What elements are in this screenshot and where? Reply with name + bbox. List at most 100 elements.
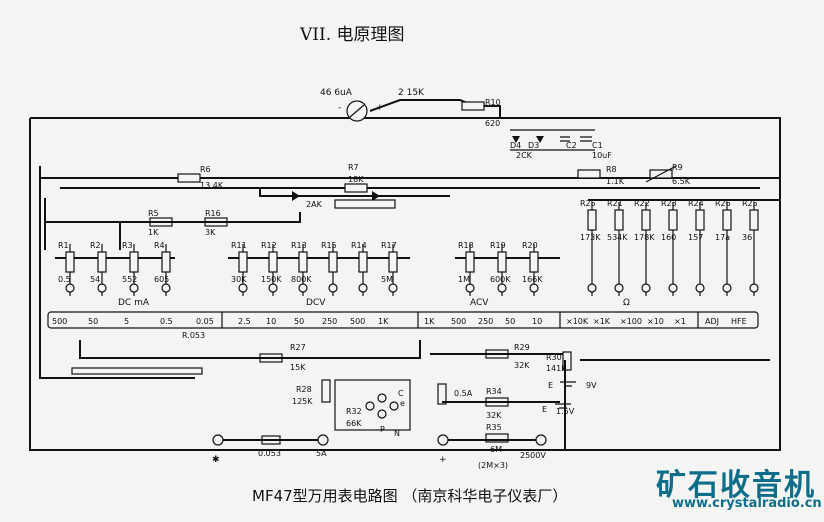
ohm-contact-2[interactable] — [641, 283, 651, 293]
dcv-resistor-5 — [388, 251, 398, 273]
dcv-contact-3[interactable] — [328, 283, 338, 293]
battery-e1-value: 9V — [586, 381, 597, 390]
ohm-contact-3[interactable] — [668, 283, 678, 293]
terminal-5a[interactable] — [317, 434, 329, 446]
r10-resistor — [461, 101, 485, 111]
dcma-range-2[interactable]: 5 — [124, 317, 129, 326]
ohm-contact-1[interactable] — [614, 283, 624, 293]
r32-value: 66K — [346, 419, 362, 428]
ohm-contact-4[interactable] — [695, 283, 705, 293]
wire-r5-branch — [45, 221, 121, 250]
ohm-range-2[interactable]: ×100 — [620, 317, 642, 326]
ohm-contact-6[interactable] — [749, 283, 759, 293]
r9-label: R9 — [672, 163, 683, 172]
dcv-range-5[interactable]: 1K — [378, 317, 389, 326]
section-acv: ACV — [470, 298, 489, 308]
ohm-range-1[interactable]: ×1K — [593, 317, 611, 326]
c1-value: 10uF — [592, 151, 612, 160]
range-switch-strip[interactable] — [47, 311, 759, 329]
section-dc-ma: DC mA — [118, 298, 150, 308]
dcma-label-0: R1 — [58, 241, 69, 250]
acv-value-0: 1M — [458, 275, 470, 284]
dcv-contact-5[interactable] — [388, 283, 398, 293]
acv-range-0[interactable]: 1K — [424, 317, 435, 326]
ohm-resistor-2 — [641, 209, 651, 231]
socket-hole-3[interactable] — [377, 409, 387, 419]
dcma-range-0[interactable]: 500 — [52, 317, 67, 326]
range-switch-dividers — [221, 312, 699, 328]
battery-e2-label: E — [542, 405, 547, 414]
dcma-range-1[interactable]: 50 — [88, 317, 98, 326]
hfe-range-0[interactable]: ADJ — [705, 317, 719, 326]
acv-label-0: R18 — [458, 241, 474, 250]
dcv-range-2[interactable]: 50 — [294, 317, 304, 326]
note-2m: (2M×3) — [478, 461, 508, 470]
hfe-range-1[interactable]: HFE — [731, 317, 747, 326]
ohm-range-0[interactable]: ×10K — [566, 317, 589, 326]
dcv-range-1[interactable]: 10 — [266, 317, 276, 326]
acv-range-4[interactable]: 10 — [532, 317, 542, 326]
acv-contact-1[interactable] — [497, 283, 507, 293]
terminal-com[interactable] — [212, 434, 224, 446]
dcma-value-0: 0.5 — [58, 275, 71, 284]
dcma-contact-3[interactable] — [161, 283, 171, 293]
ohm-contact-0[interactable] — [587, 283, 597, 293]
ohm-value-4: 157 — [688, 233, 703, 242]
diode-2ak-icon — [292, 191, 300, 201]
acv-range-2[interactable]: 250 — [478, 317, 493, 326]
fuse-label: 0.5A — [454, 389, 473, 398]
section-ohm: Ω — [623, 298, 630, 308]
dcma-contact-0[interactable] — [65, 283, 75, 293]
meter-series-wire — [369, 99, 471, 112]
acv-label-1: R19 — [490, 241, 506, 250]
acv-value-1: 600K — [490, 275, 511, 284]
dcv-range-4[interactable]: 500 — [350, 317, 365, 326]
terminal-2500v[interactable] — [535, 434, 547, 446]
socket-hole-4[interactable] — [365, 401, 375, 411]
acv-contact-2[interactable] — [529, 283, 539, 293]
potentiometer — [334, 199, 396, 209]
dcma-contact-2[interactable] — [129, 283, 139, 293]
dcv-contact-4[interactable] — [358, 283, 368, 293]
meter-minus: - — [338, 103, 341, 113]
dcv-range-3[interactable]: 250 — [322, 317, 337, 326]
r7-resistor — [344, 183, 368, 193]
socket-hole-1[interactable] — [377, 393, 387, 403]
diode-cluster: D4 D3 C2 C1 2CK 10uF — [510, 129, 612, 160]
r34-label: R34 — [486, 387, 502, 396]
dcma-resistor-1 — [97, 251, 107, 273]
acv-range-1[interactable]: 500 — [451, 317, 466, 326]
r27-value: 15K — [290, 363, 306, 372]
dcma-range-4[interactable]: 0.05 — [196, 317, 214, 326]
ohm-resistor-5 — [722, 209, 732, 231]
figure-caption: MF47型万用表电路图 （南京科华电子仪表厂） — [252, 487, 568, 505]
r28-value: 125K — [292, 397, 313, 406]
socket-hole-2[interactable] — [389, 401, 399, 411]
right-lower-wire — [564, 360, 781, 451]
dcma-contact-1[interactable] — [97, 283, 107, 293]
wire-2ak — [259, 188, 450, 197]
ohm-contact-5[interactable] — [722, 283, 732, 293]
dcv-contact-0[interactable] — [238, 283, 248, 293]
ohm-label-2: R22 — [634, 199, 650, 208]
ohm-range-4[interactable]: ×1 — [674, 317, 686, 326]
terminal-plus[interactable] — [437, 434, 449, 446]
dcv-contact-1[interactable] — [268, 283, 278, 293]
dcma-range-3[interactable]: 0.5 — [160, 317, 173, 326]
c2-capacitor-icon — [560, 136, 570, 142]
dcv-contact-2[interactable] — [298, 283, 308, 293]
r8-resistor — [577, 169, 601, 179]
acv-contact-0[interactable] — [465, 283, 475, 293]
dcv-label-1: R12 — [261, 241, 277, 250]
dcv-range-0[interactable]: 2.5 — [238, 317, 251, 326]
r10-value: 620 — [485, 119, 500, 128]
acv-range-3[interactable]: 50 — [505, 317, 515, 326]
dcv-resistor-0 — [238, 251, 248, 273]
acv-value-2: 166K — [522, 275, 543, 284]
ohm-range-3[interactable]: ×10 — [647, 317, 664, 326]
r35-resistor — [485, 433, 509, 443]
meter-series-label: 2 15K — [398, 88, 425, 98]
wire-r16 — [120, 212, 301, 223]
